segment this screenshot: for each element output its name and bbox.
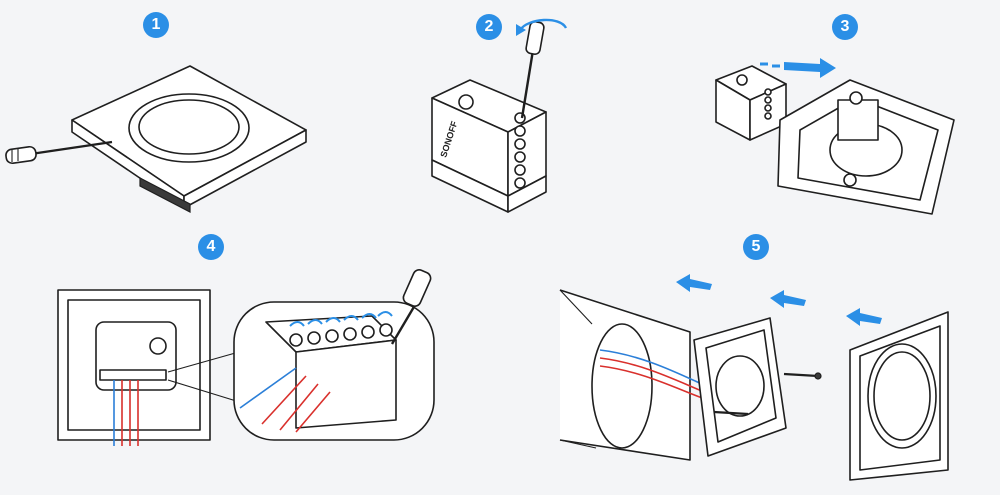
arrow-left-icon	[846, 308, 882, 326]
screwdriver-icon	[5, 140, 113, 165]
step-1-badge: 1	[143, 12, 169, 38]
screwdriver-icon	[520, 21, 545, 119]
mounting-screw-icon	[713, 372, 822, 416]
arrow-left-icon	[770, 290, 806, 308]
wall-box	[559, 289, 721, 461]
rotate-arrow-icon	[519, 18, 568, 31]
panel-back-view	[57, 289, 211, 446]
step-3-badge: 3	[832, 14, 858, 40]
step-5-badge: 5	[743, 234, 769, 260]
terminal-block	[514, 112, 526, 189]
sonoff-module: SONOFF	[431, 79, 547, 213]
screwdriver-icon	[390, 269, 432, 345]
insert-arrow-icon	[760, 58, 836, 78]
wall-panel-top	[71, 65, 307, 213]
step-4-badge: 4	[198, 234, 224, 260]
arrow-left-icon	[676, 274, 712, 292]
sonoff-module-small	[715, 65, 787, 141]
step-2-badge: 2	[476, 14, 502, 40]
panel-back-frame	[777, 79, 955, 215]
mount-frame	[693, 317, 787, 457]
assembly-arrows	[676, 274, 882, 326]
front-cover-panel	[849, 311, 949, 481]
terminal-zoom-callout	[233, 301, 435, 441]
callout-connector	[167, 349, 247, 405]
